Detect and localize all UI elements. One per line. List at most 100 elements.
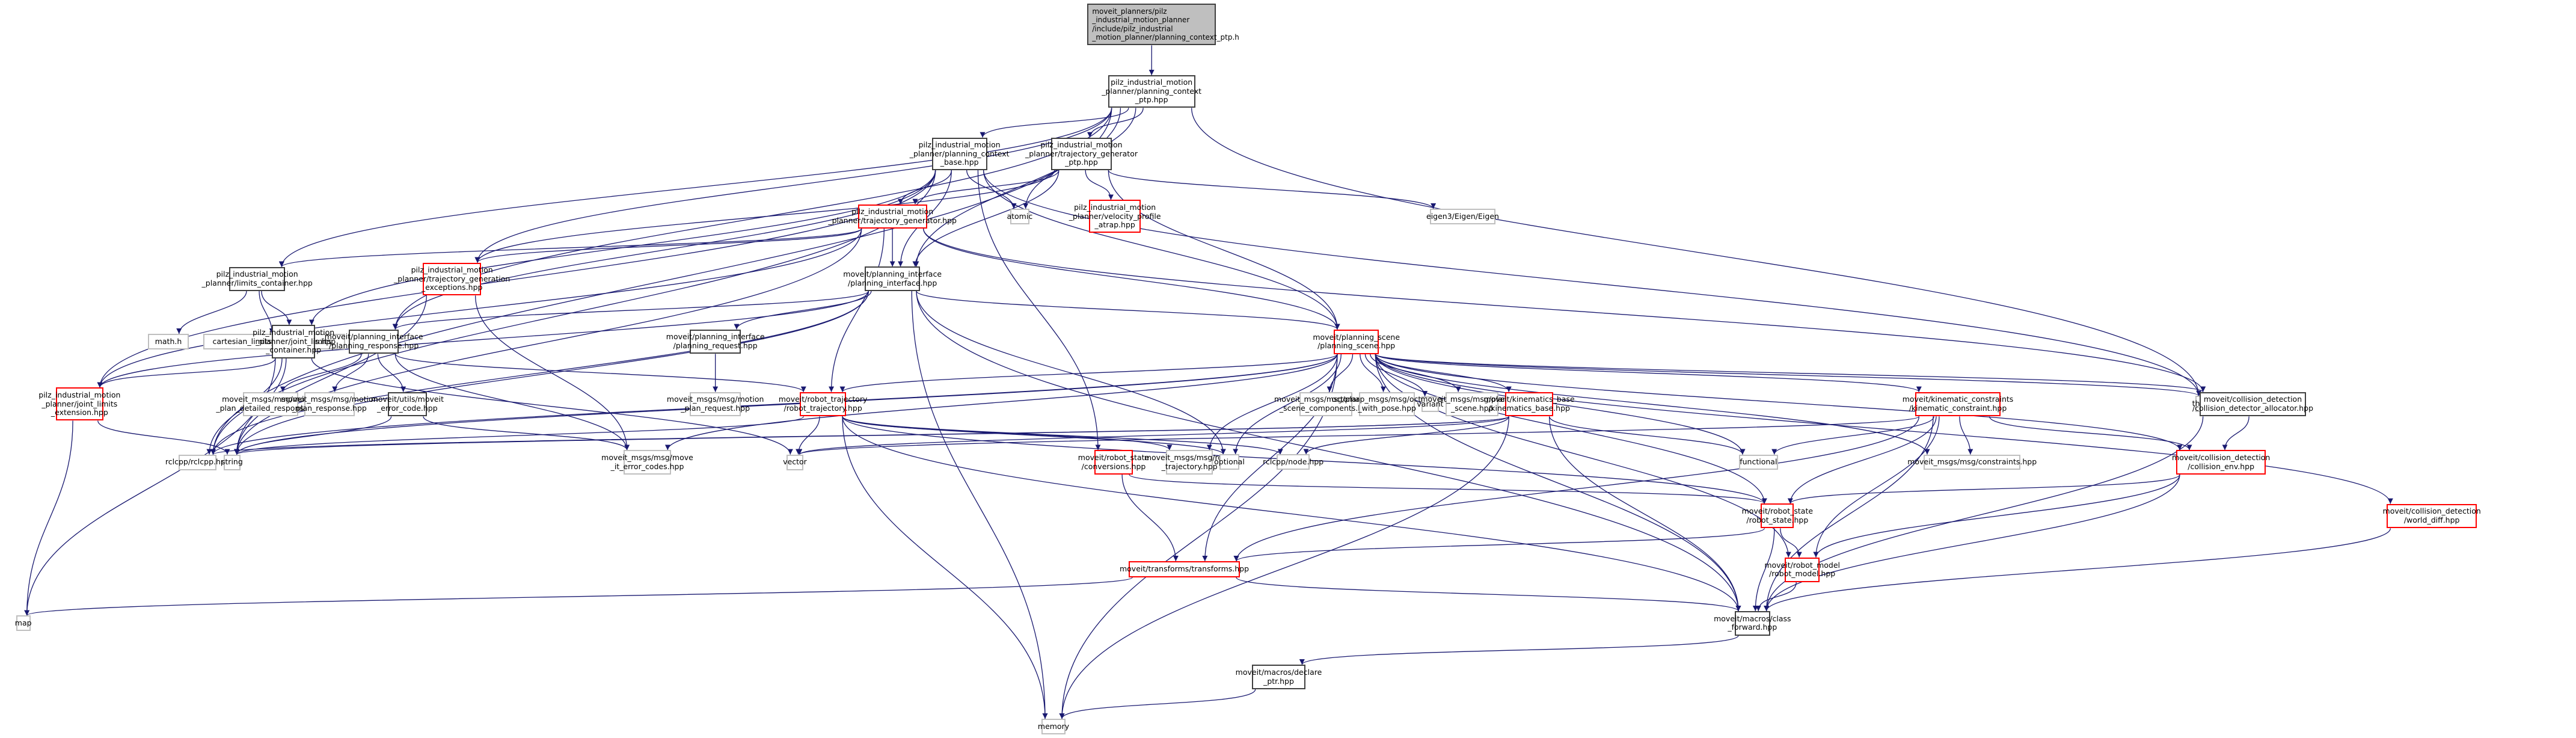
node-kinematic-constraint[interactable]: moveit/kinematic_constraints /kinematic_… — [1903, 392, 2013, 417]
node-robot-state[interactable]: moveit/robot_state /robot_state.hpp — [1742, 503, 1813, 529]
edge-pi-to-ps — [916, 291, 1340, 330]
node-joint-limits-extension[interactable]: pilz_industrial_motion _planner/joint_li… — [38, 387, 120, 421]
edge-ps-to-cfwd — [1375, 354, 1741, 612]
edge-tg_ptp-to-ps — [1108, 170, 1340, 330]
edge-rsconv-to-tf — [1121, 474, 1179, 562]
node-robot-model[interactable]: moveit/robot_model /robot_model.hpp — [1764, 557, 1840, 582]
node-world-diff[interactable]: moveit/collision_detection /world_diff.h… — [2383, 503, 2481, 529]
node-moveit-error-codes-msg: moveit_msgs/msg/move _it_error_codes.hpp — [601, 450, 693, 475]
edge-rt-to-string — [234, 416, 804, 455]
node-optional: optional — [1214, 454, 1245, 470]
edge-kb-to-cfwd — [1549, 416, 1741, 612]
edge-ctx_base-to-rsconv — [977, 170, 1101, 450]
node-string: string — [221, 454, 243, 470]
node-planning-request[interactable]: moveit/planning_interface /planning_requ… — [666, 329, 765, 354]
edge-presp-to-mpdr — [280, 354, 362, 392]
edge-presp-to-mecodes — [394, 354, 630, 450]
node-robot-trajectory[interactable]: moveit/robot_trajectory /robot_trajector… — [779, 392, 867, 417]
edge-limits_cont-to-jlc — [261, 291, 292, 325]
edge-presp-to-mec — [377, 354, 406, 392]
edge-pi-to-presp — [393, 291, 869, 330]
edge-pi-to-memory — [911, 291, 1048, 719]
node-collision-detector-allocator[interactable]: moveit/collision_detection /collision_de… — [2192, 392, 2313, 417]
edge-limits_cont-to-cart — [259, 291, 275, 334]
edge-ps-to-mecodes — [664, 354, 1338, 450]
node-trajectory-generator-ptp[interactable]: pilz_industrial_motion _planner/trajecto… — [1025, 137, 1138, 170]
node-trajectory-generator[interactable]: pilz_industrial_motion _planner/trajecto… — [828, 204, 957, 229]
edge-kc-to-cfwd — [1764, 416, 1934, 612]
node-transforms[interactable]: moveit/transforms/transforms.hpp — [1120, 561, 1249, 577]
edge-cda-to-cenv — [2222, 416, 2249, 450]
edge-cenv-to-rm — [1813, 474, 2180, 558]
edge-ctx_base-to-ps — [983, 170, 1340, 330]
edge-ps-to-memory — [1059, 354, 1338, 719]
edge-ps-to-rm — [1375, 354, 1791, 558]
edge-ctx_ptp-to-rclcpp — [210, 108, 1112, 455]
edge-ps-to-optional — [1233, 354, 1342, 455]
edge-jlc-to-jle — [97, 358, 276, 388]
edge-tg-to-tg_exc — [474, 228, 862, 263]
edge-kc-to-vector — [797, 416, 1919, 455]
edge-tg_ptp-to-vel_atrap — [1085, 170, 1114, 200]
node-declare-ptr[interactable]: moveit/macros/declare _ptr.hpp — [1236, 665, 1322, 689]
node-collision-env[interactable]: moveit/collision_detection /collision_en… — [2172, 450, 2270, 475]
edge-ps-to-cda — [1375, 354, 2206, 393]
edge-jle-to-map — [24, 420, 73, 616]
edge-kc-to-rm — [1813, 416, 1940, 558]
node-class-forward[interactable]: moveit/macros/class _forward.hpp — [1714, 611, 1791, 636]
node-robot-state-conversions[interactable]: moveit/robot_state /conversions.hpp — [1078, 450, 1149, 475]
edge-cenv-to-rs — [1788, 474, 2180, 504]
edge-rs-to-cfwd — [1752, 528, 1775, 612]
edge-ps-to-string — [234, 354, 1338, 455]
edge-ps-to-functional — [1375, 354, 1746, 455]
edge-kb-to-vector — [797, 416, 1509, 455]
edge-rt-to-vector — [796, 416, 820, 455]
edge-rt-to-cfwd — [842, 416, 1741, 612]
node-trajectory-generation-exceptions[interactable]: pilz_industrial_motion _planner/trajecto… — [394, 262, 510, 296]
edge-rs-to-rm — [1780, 528, 1802, 558]
edge-pi-to-optional — [916, 291, 1226, 455]
edge-tf-to-cfwd — [1236, 577, 1741, 612]
node-planning-scene[interactable]: moveit/planning_scene /planning_scene.hp… — [1313, 329, 1400, 354]
node-kinematics-base[interactable]: moveit/kinematics_base /kinematics_base.… — [1483, 392, 1575, 417]
edge-pi-to-cfwd — [916, 291, 1741, 612]
edge-pi-to-preq — [734, 291, 872, 330]
node-limits-container[interactable]: pilz_industrial_motion _planner/limits_c… — [202, 266, 313, 291]
edge-rsconv-to-rs — [1129, 474, 1767, 504]
edge-wdiff-to-cfwd — [1764, 528, 2391, 612]
edge-ps-to-rtmsg — [1206, 354, 1338, 450]
node-planning-scene-components: moveit_msgs/msg/planning _scene_componen… — [1274, 392, 1378, 417]
edge-kc-to-functional — [1771, 416, 1934, 455]
node-functional: functional — [1739, 454, 1778, 470]
edge-tg_ptp-to-pi — [912, 170, 1060, 267]
node-memory: memory — [1038, 719, 1069, 734]
node-planning-response[interactable]: moveit/planning_interface /planning_resp… — [325, 329, 423, 354]
edge-tf-to-map — [24, 577, 1133, 616]
edge-ctx_base-to-thread — [983, 170, 2202, 396]
node-planning-context-ptp[interactable]: pilz_industrial_motion _planner/planning… — [1102, 75, 1201, 108]
edge-ps-to-psmsg — [1370, 354, 1461, 392]
node-variant: variant — [1417, 396, 1444, 412]
node-velocity-profile-atrap[interactable]: pilz_industrial_motion _planner/velocity… — [1069, 200, 1161, 233]
edge-rt-to-memory — [842, 416, 1048, 719]
node-math-h: math.h — [147, 334, 189, 349]
edge-tg-to-cda — [923, 228, 2206, 392]
edge-rt-to-optional — [842, 416, 1226, 455]
edge-ps-to-octo — [1360, 354, 1387, 392]
node-map: map — [15, 615, 32, 632]
node-rclcpp-node: rclcpp/node.hpp — [1263, 454, 1323, 470]
node-moveit-error-code[interactable]: moveit/utils/moveit _error_code.hpp — [371, 392, 444, 417]
edge-tg-to-jle — [97, 228, 862, 388]
edge-presp-to-rt — [394, 353, 806, 393]
node-planning-context-base[interactable]: pilz_industrial_motion _planner/planning… — [910, 137, 1010, 170]
node-motion-plan-detailed-response: moveit_msgs/msg/motion _plan_detailed_re… — [216, 392, 325, 417]
node-planning-interface[interactable]: moveit/planning_interface /planning_inte… — [843, 266, 942, 291]
edge-ctx_ptp-to-limits_cont — [278, 108, 1112, 267]
node-octomap-with-pose: octomap_msgs/msg/octomap _with_pose.hpp — [1332, 392, 1443, 417]
node-motion-plan-request: moveit_msgs/msg/motion _plan_request.hpp — [667, 392, 764, 417]
node-root[interactable]: moveit_planners/pilz _industrial_motion_… — [1087, 4, 1239, 46]
node-joint-limits-container[interactable]: pilz_industrial_motion _planner/joint_li… — [253, 325, 334, 358]
edge-pi-to-jle — [97, 291, 869, 388]
edge-rs-to-tf — [1233, 527, 1765, 562]
node-rclcpp: rclcpp/rclcpp.hpp — [165, 454, 230, 470]
